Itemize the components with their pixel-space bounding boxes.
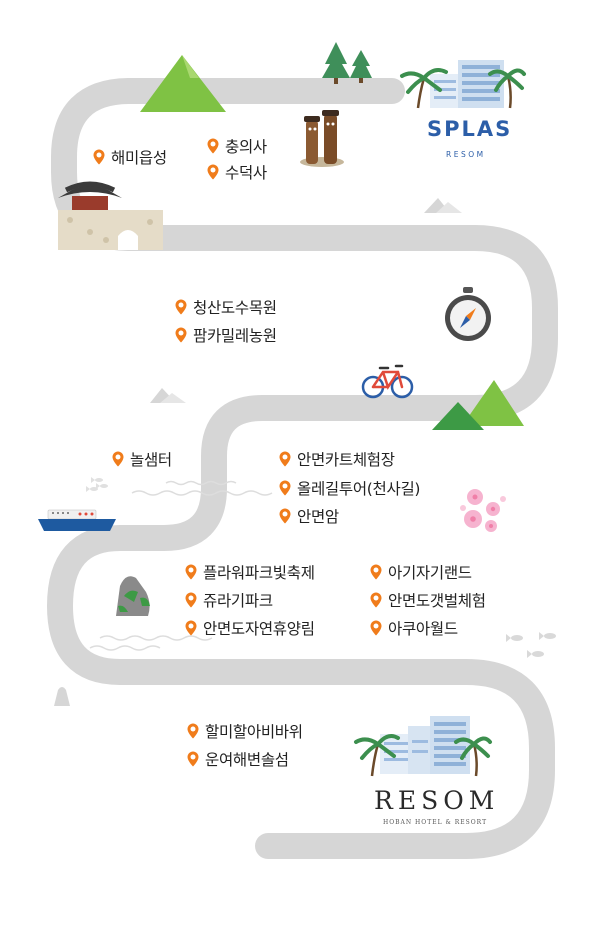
wave-icon bbox=[89, 635, 213, 651]
spot-name: 안면도자연휴양림 bbox=[203, 620, 315, 638]
spot-name: 충의사 bbox=[225, 138, 267, 156]
palm-tree-icon bbox=[400, 68, 526, 109]
hotel-building-icon bbox=[430, 60, 504, 108]
location-pin-icon bbox=[185, 592, 197, 608]
spot-name: 팜카밀레농원 bbox=[193, 327, 277, 345]
location-pin-icon bbox=[185, 564, 197, 580]
spot-name: 아기자기랜드 bbox=[388, 564, 472, 582]
spot-name: 안면도갯벌체험 bbox=[388, 592, 486, 610]
spot-name: 해미읍성 bbox=[111, 149, 167, 167]
location-pin-icon bbox=[207, 138, 219, 154]
rock-icon bbox=[54, 687, 70, 706]
location-pin-icon bbox=[370, 592, 382, 608]
spot-label: 놀샘터 bbox=[112, 447, 172, 471]
pine-tree-icon bbox=[322, 42, 372, 84]
location-pin-icon bbox=[93, 149, 105, 165]
location-pin-icon bbox=[112, 451, 124, 467]
location-pin-icon bbox=[370, 620, 382, 636]
spot-name: 안면암 bbox=[297, 508, 339, 526]
location-pin-icon bbox=[279, 508, 291, 524]
spot-label: 해미읍성 bbox=[93, 145, 167, 169]
spot-label: 운여해변솔섬 bbox=[187, 747, 289, 771]
spot-label: 안면카트체험장 bbox=[279, 447, 395, 471]
location-pin-icon bbox=[175, 327, 187, 343]
location-pin-icon bbox=[370, 564, 382, 580]
spot-label: 청산도수목원 bbox=[175, 295, 277, 319]
spot-name: 안면카트체험장 bbox=[297, 451, 395, 469]
spot-label: 아쿠아월드 bbox=[370, 616, 458, 640]
spot-name: 놀샘터 bbox=[130, 451, 172, 469]
palm-tree-icon bbox=[354, 734, 492, 777]
korean-gate-icon bbox=[58, 181, 163, 250]
spot-name: 할미할아비바위 bbox=[205, 723, 303, 741]
spot-label: 쥬라기파크 bbox=[185, 588, 273, 612]
bicycle-icon bbox=[361, 364, 414, 399]
location-pin-icon bbox=[185, 620, 197, 636]
spot-name: 올레길투어(천사길) bbox=[297, 480, 421, 498]
location-pin-icon bbox=[187, 723, 199, 739]
spot-name: 플라워파크빛축제 bbox=[203, 564, 315, 582]
mountain-icon bbox=[140, 55, 226, 112]
hotel-building-icon bbox=[380, 716, 470, 774]
compass-icon bbox=[445, 287, 491, 341]
spot-label: 안면도갯벌체험 bbox=[370, 588, 486, 612]
fish-icon bbox=[86, 477, 108, 492]
spot-label: 팜카밀레농원 bbox=[175, 323, 277, 347]
spot-label: 플라워파크빛축제 bbox=[185, 560, 315, 584]
spot-label: 수덕사 bbox=[207, 160, 267, 184]
spot-name: 아쿠아월드 bbox=[388, 620, 458, 638]
splas-logo: SPLAS bbox=[427, 117, 513, 141]
spot-label: 할미할아비바위 bbox=[187, 719, 303, 743]
ship-icon bbox=[38, 509, 116, 531]
spot-label: 안면암 bbox=[279, 504, 339, 528]
mountain-icon bbox=[432, 380, 524, 430]
location-pin-icon bbox=[279, 480, 291, 496]
cherry-blossom-icon bbox=[460, 489, 506, 532]
rock-island-icon bbox=[116, 576, 150, 616]
spot-name: 청산도수목원 bbox=[193, 299, 277, 317]
location-pin-icon bbox=[279, 451, 291, 467]
location-pin-icon bbox=[187, 751, 199, 767]
resom-logo: RESOM bbox=[374, 786, 500, 815]
spot-name: 쥬라기파크 bbox=[203, 592, 273, 610]
location-pin-icon bbox=[207, 164, 219, 180]
spot-name: 수덕사 bbox=[225, 164, 267, 182]
totem-icon bbox=[300, 110, 344, 167]
spot-label: 충의사 bbox=[207, 134, 267, 158]
mountain-icon bbox=[150, 198, 462, 403]
wave-icon bbox=[131, 480, 273, 496]
fish-icon bbox=[506, 632, 556, 658]
splas-logo-subtitle: RESOM bbox=[446, 150, 486, 159]
spot-label: 올레길투어(천사길) bbox=[279, 476, 420, 500]
spot-label: 안면도자연휴양림 bbox=[185, 616, 315, 640]
spot-name: 운여해변솔섬 bbox=[205, 751, 289, 769]
location-pin-icon bbox=[175, 299, 187, 315]
resom-logo-subtitle: HOBAN HOTEL & RESORT bbox=[383, 819, 488, 826]
spot-label: 아기자기랜드 bbox=[370, 560, 472, 584]
